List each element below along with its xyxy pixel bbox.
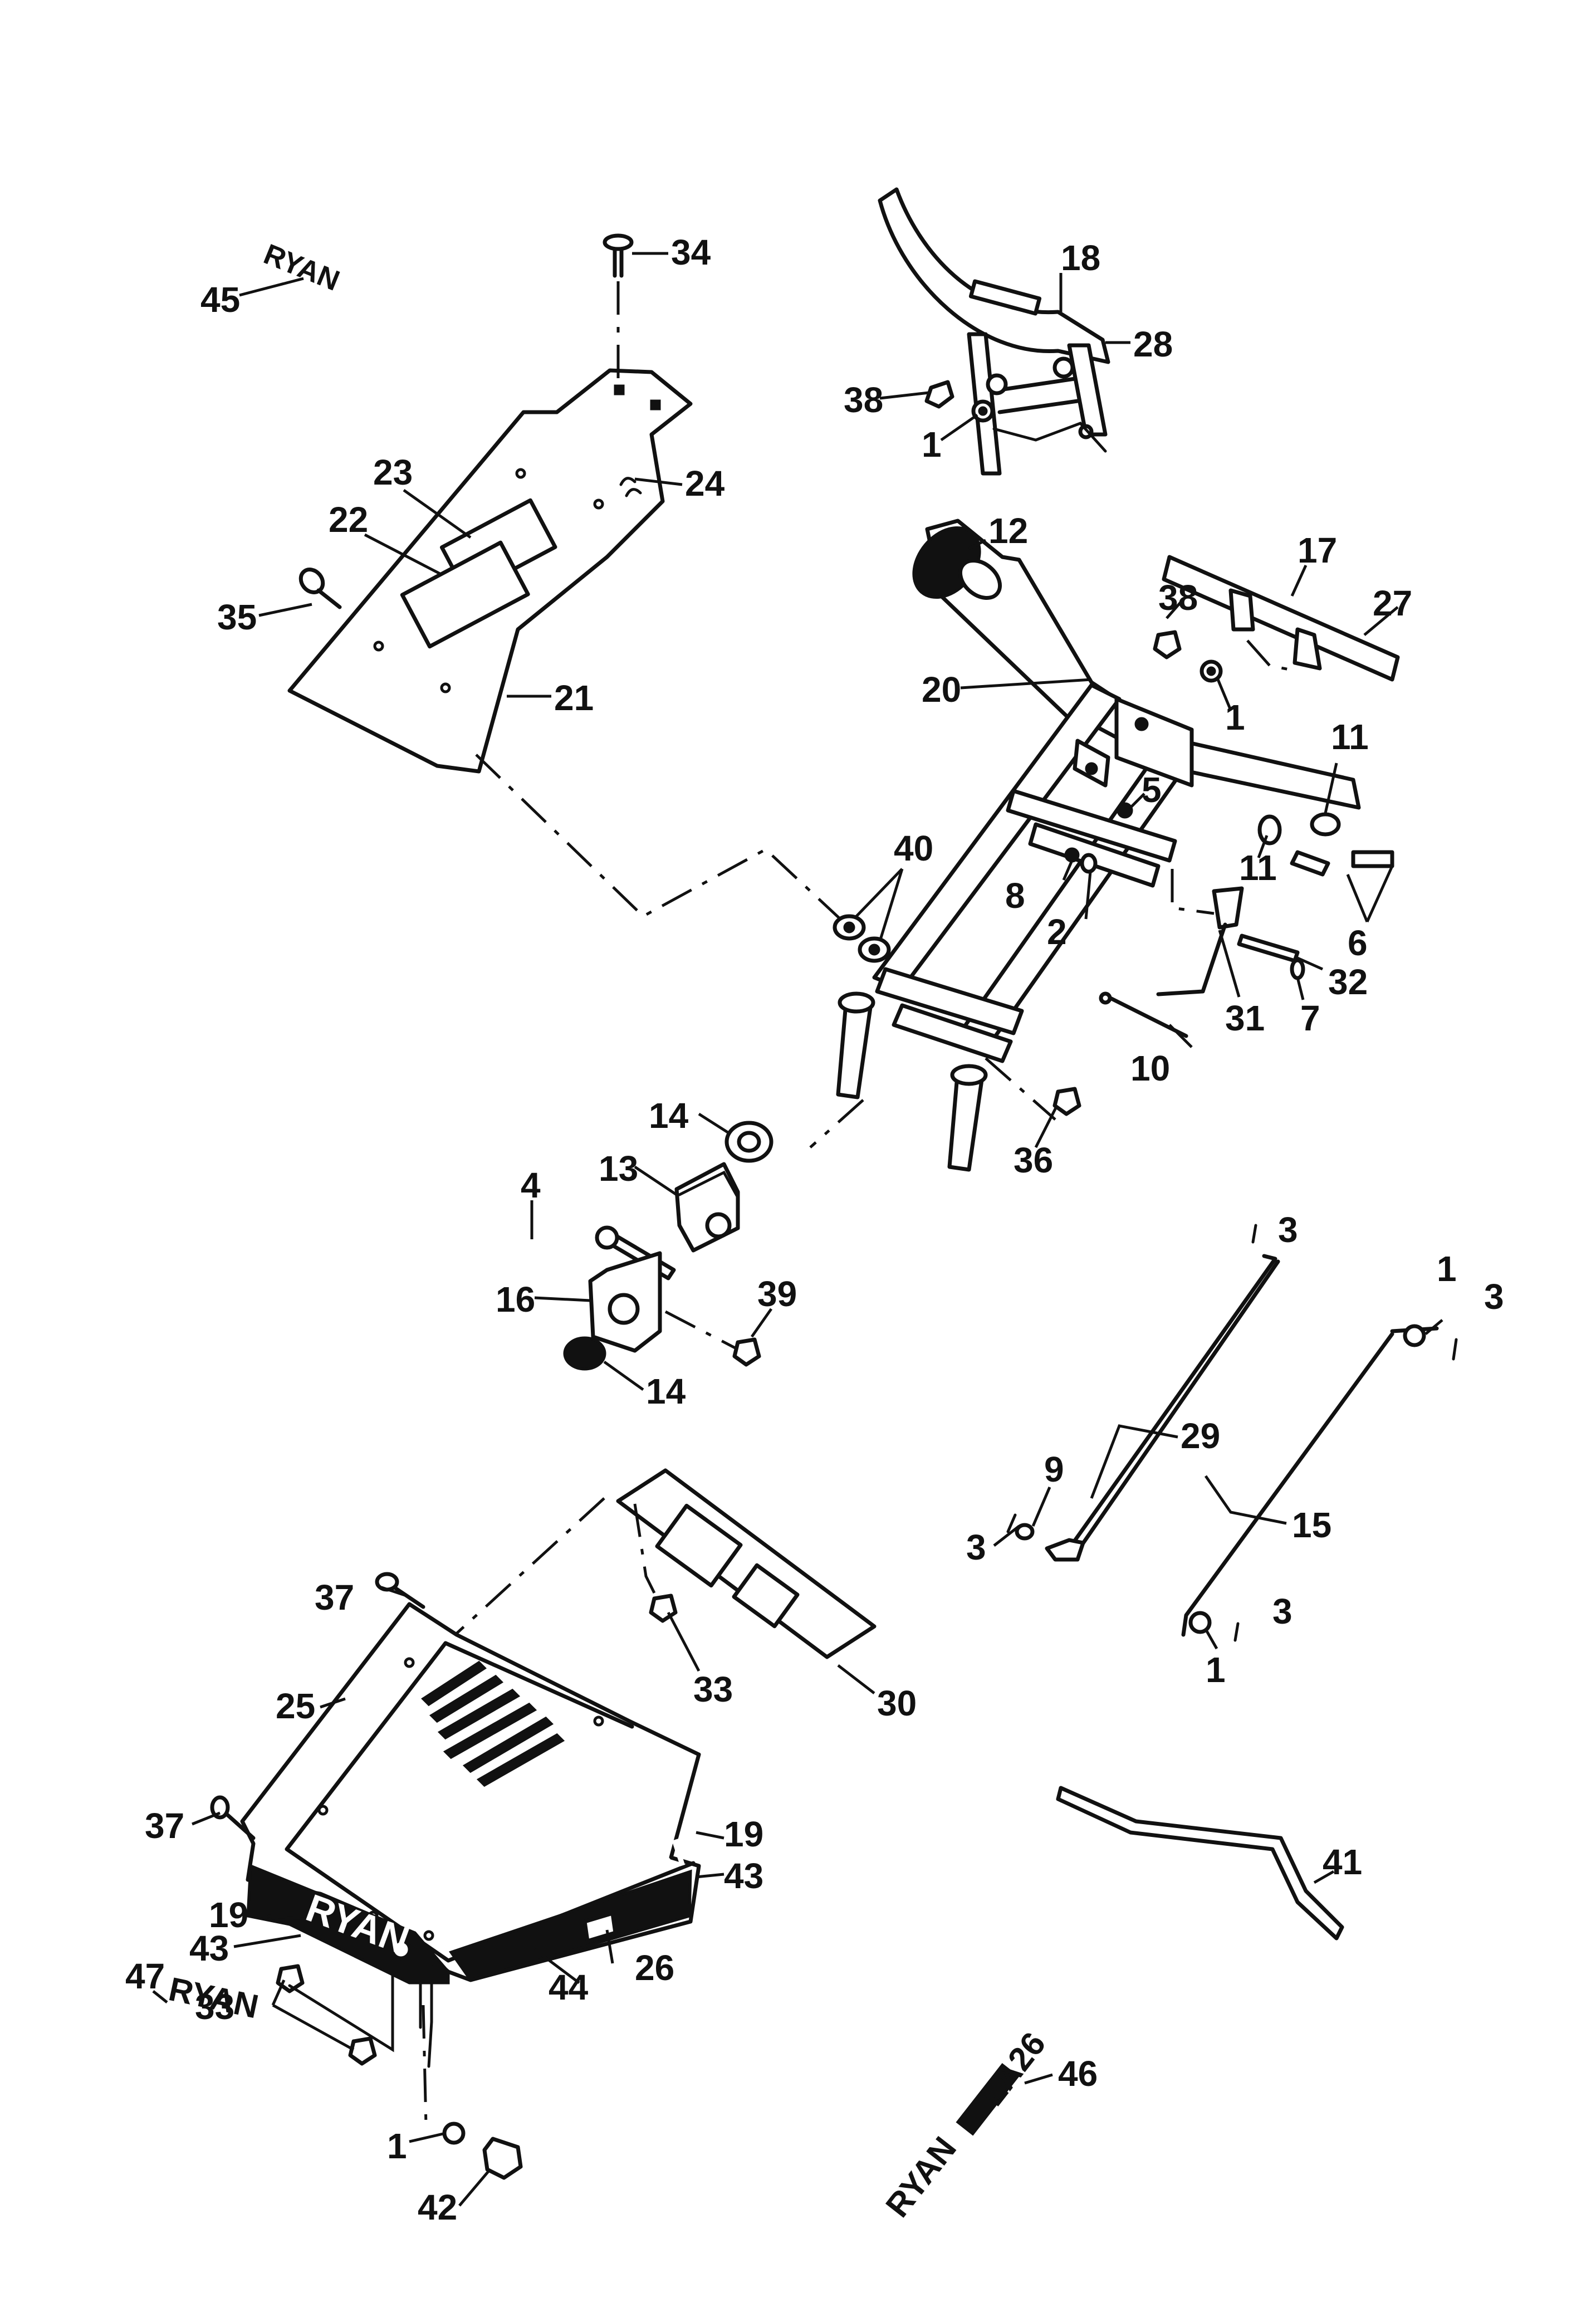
screw-35 [298, 568, 342, 609]
label-19b: 19 [209, 1895, 248, 1935]
label-22: 22 [329, 500, 368, 540]
brand-ryan-45: RYAN [260, 238, 344, 297]
label-3a: 3 [1278, 1210, 1298, 1250]
label-3b: 3 [1484, 1277, 1504, 1317]
label-7: 7 [1300, 998, 1320, 1038]
label-46: 46 [1058, 2054, 1098, 2094]
link-rods [1006, 1224, 1458, 1642]
label-31: 31 [1225, 998, 1265, 1038]
label-38a: 38 [844, 380, 883, 420]
bar-41 [1056, 1786, 1344, 1941]
hood-vents [421, 1660, 565, 1787]
shield-plate [287, 368, 693, 774]
label-37a: 37 [315, 1577, 354, 1617]
label-19a: 19 [724, 1814, 763, 1854]
handle-18 [878, 187, 1110, 476]
label-1c: 1 [1437, 1249, 1457, 1289]
label-13: 13 [599, 1148, 638, 1189]
label-42: 42 [418, 2187, 457, 2227]
screw-34 [603, 233, 634, 384]
label-3c: 3 [966, 1527, 986, 1567]
tube-30 [439, 1468, 877, 1659]
label-1d: 1 [1206, 1650, 1226, 1690]
label-38b: 38 [1158, 578, 1198, 618]
label-34: 34 [671, 232, 711, 272]
label-1e: 1 [387, 2126, 407, 2166]
label-1b: 1 [1225, 697, 1245, 737]
label-11b: 11 [1239, 848, 1277, 888]
callout-labels: 34 45 23 22 24 35 21 18 28 38 1 12 17 38… [125, 232, 1504, 2227]
label-18: 18 [1061, 238, 1100, 278]
leader-28-line [992, 422, 1107, 453]
label-10: 10 [1130, 1048, 1170, 1088]
hardware-nuts [833, 380, 1223, 1116]
label-1a: 1 [922, 424, 942, 465]
label-26: 26 [635, 1948, 674, 1988]
frame-assembly [809, 683, 1194, 1172]
label-37b: 37 [145, 1806, 184, 1846]
label-23: 23 [373, 452, 413, 492]
label-4: 4 [521, 1165, 541, 1205]
label-44: 44 [549, 1967, 589, 2007]
brand-ryan-la26: RYAN [878, 2130, 963, 2224]
label-24: 24 [685, 463, 725, 504]
label-15: 15 [1292, 1505, 1331, 1545]
label-35: 35 [217, 597, 257, 637]
leader-lines [152, 252, 1443, 2207]
label-14a: 14 [649, 1096, 689, 1136]
label-3d: 3 [1272, 1591, 1293, 1631]
label-14b: 14 [646, 1371, 686, 1411]
label-6: 6 [1348, 923, 1368, 963]
hood-25 [240, 1602, 701, 1985]
label-21: 21 [554, 678, 594, 718]
hardware-cluster [1064, 802, 1394, 1038]
label-25: 25 [276, 1686, 315, 1726]
label-30: 30 [877, 1683, 917, 1723]
label-29: 29 [1181, 1416, 1220, 1456]
label-5: 5 [1142, 770, 1162, 810]
label-36: 36 [1014, 1140, 1053, 1180]
label-17: 17 [1298, 530, 1337, 570]
label-16: 16 [496, 1279, 535, 1319]
label-40: 40 [894, 828, 933, 868]
label-28: 28 [1133, 324, 1173, 364]
label-32: 32 [1328, 962, 1368, 1002]
label-2: 2 [1047, 912, 1067, 952]
label-12: 12 [988, 511, 1028, 551]
label-9: 9 [1044, 1449, 1064, 1489]
brand-la26: LA26 [973, 2025, 1052, 2113]
label-45: 45 [200, 280, 240, 320]
label-33b: 33 [195, 1987, 234, 2027]
label-41: 41 [1323, 1842, 1362, 1882]
bracket-assembly [563, 1121, 773, 1371]
label-43b: 43 [189, 1928, 229, 1968]
label-8: 8 [1005, 876, 1025, 916]
dashline-shield [475, 754, 850, 928]
label-47: 47 [125, 1956, 165, 1996]
handle-17 [1162, 555, 1400, 682]
label-11a: 11 [1331, 717, 1369, 757]
label-43a: 43 [724, 1856, 763, 1896]
label-39: 39 [757, 1274, 797, 1314]
label-27: 27 [1373, 583, 1412, 623]
lower-hardware [210, 1572, 523, 2180]
brand-bar [956, 2063, 1020, 2136]
label-33a: 33 [693, 1669, 733, 1709]
label-20: 20 [922, 669, 961, 710]
